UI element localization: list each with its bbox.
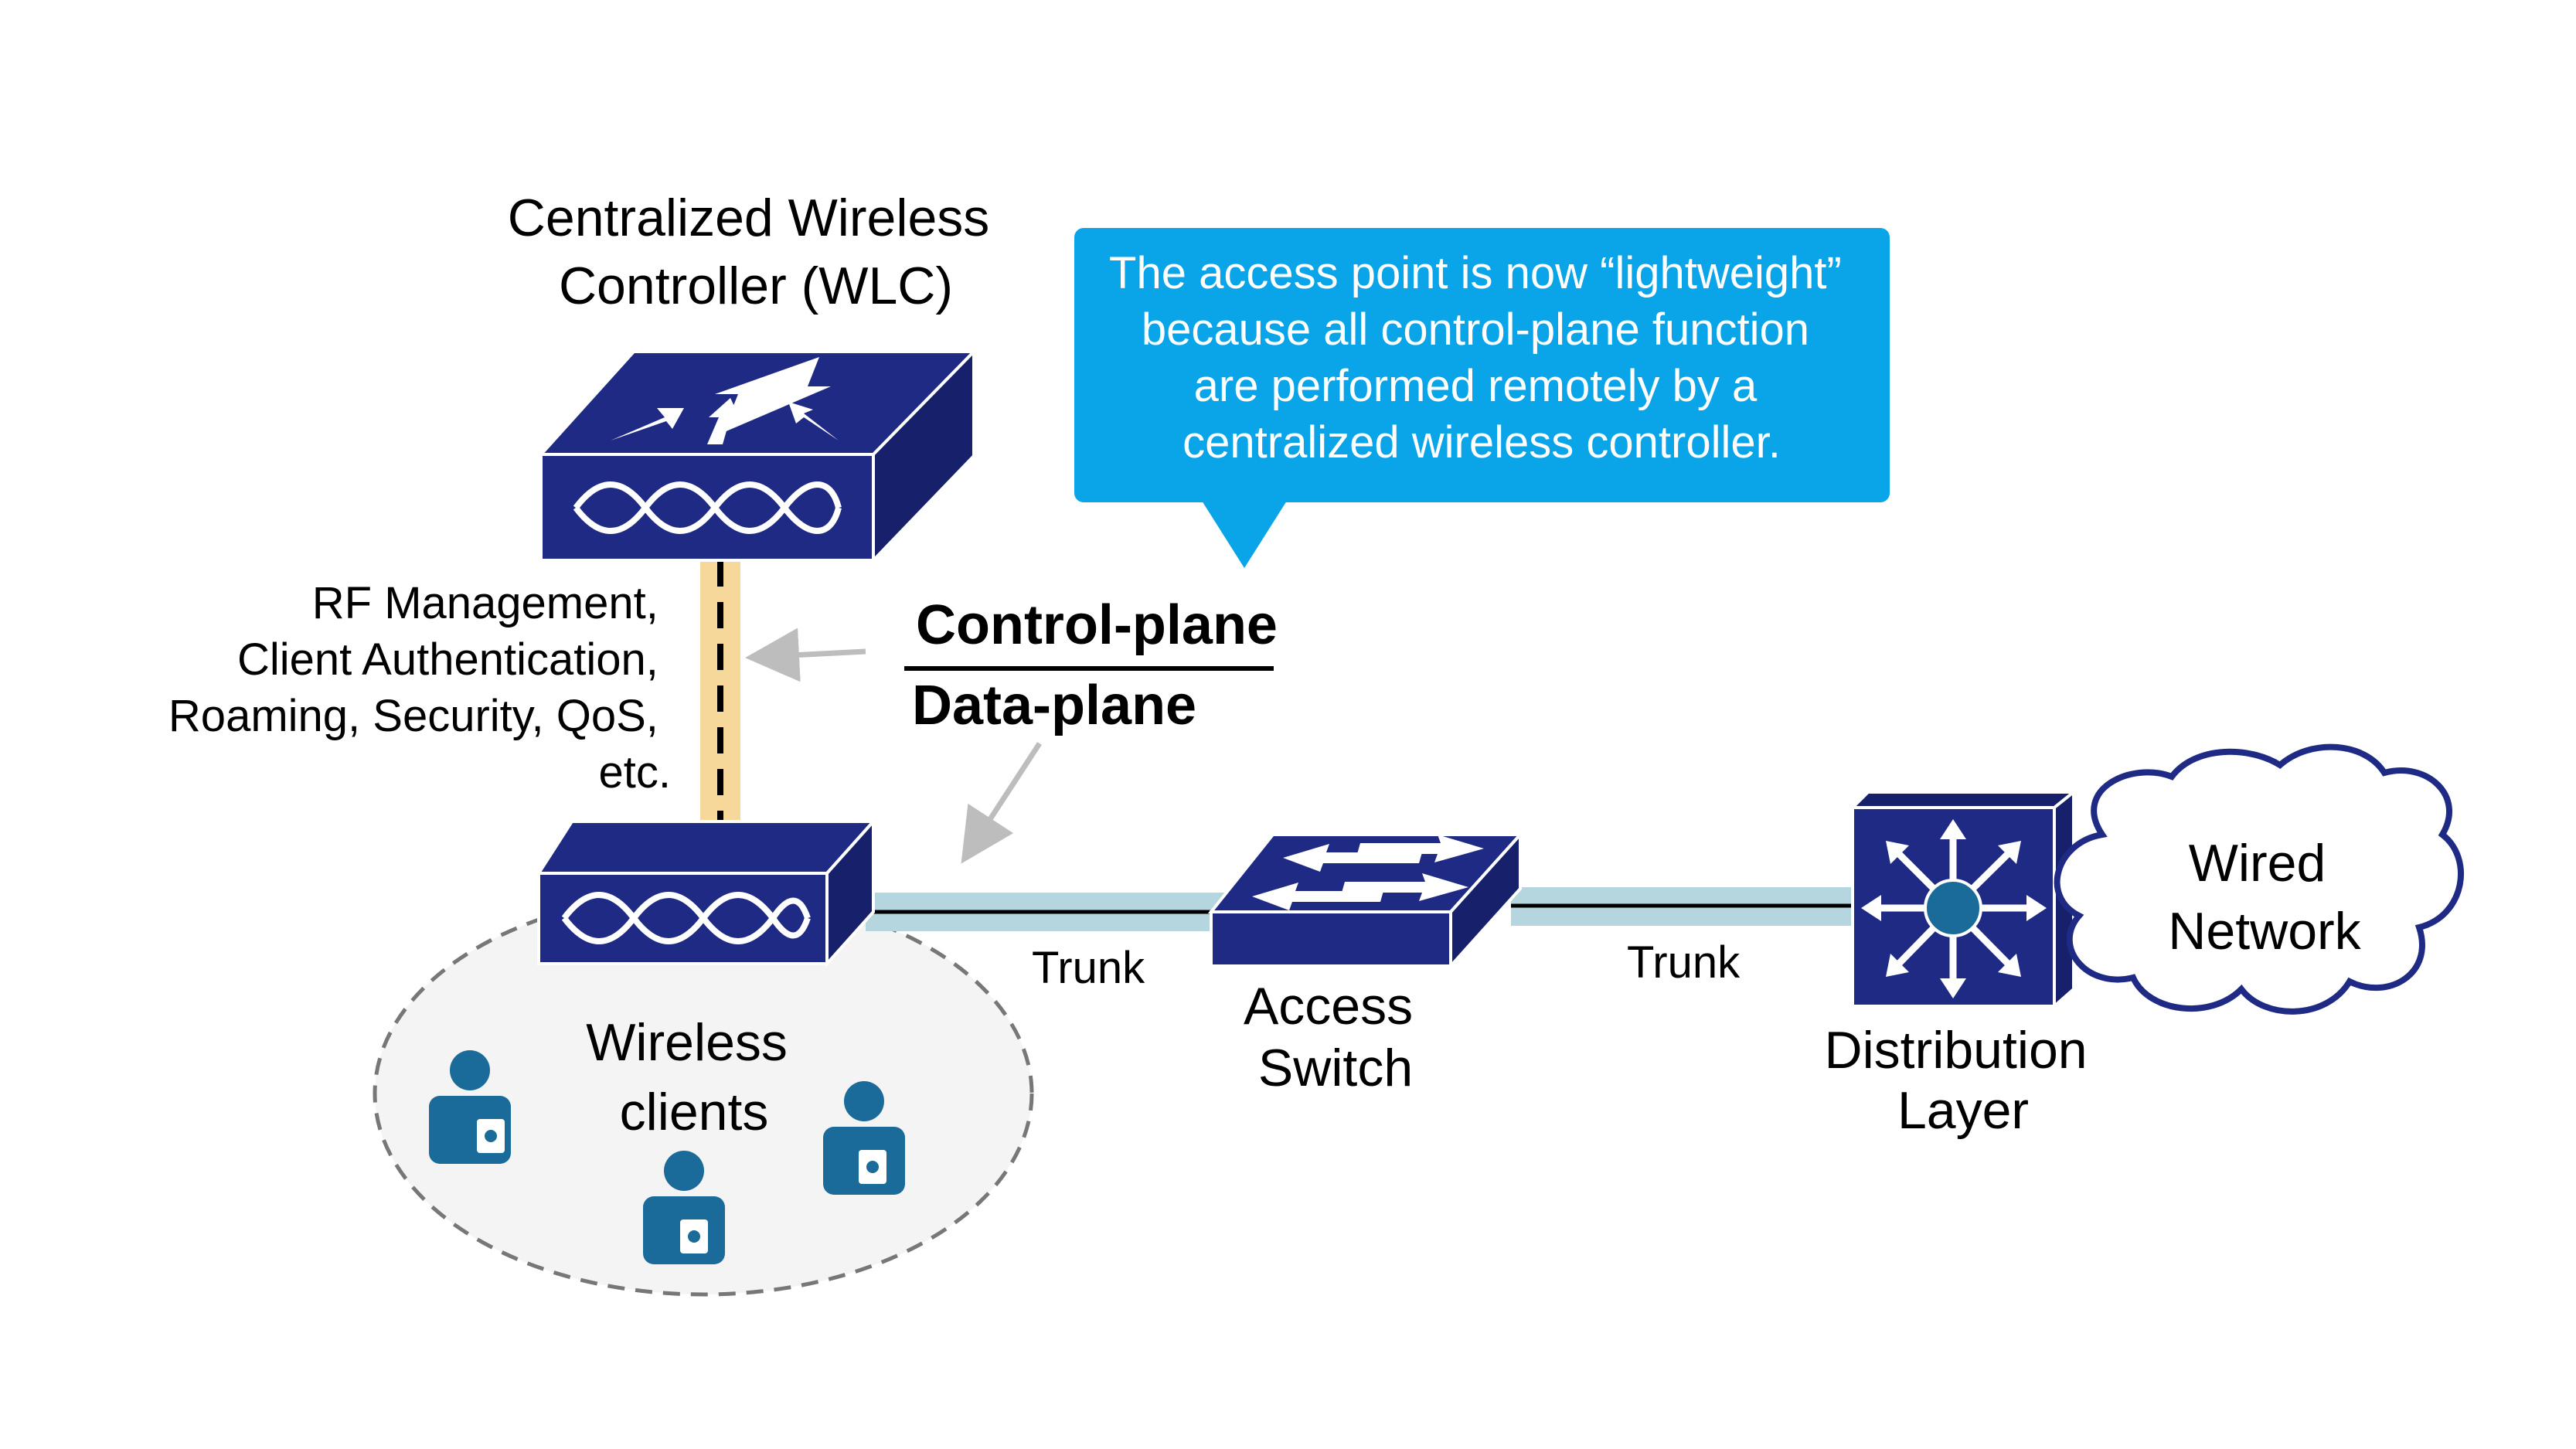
data-plane-pointer-arrow (961, 742, 1042, 864)
laptop-user-icon (643, 1151, 725, 1264)
trunk-label-left: Trunk (1032, 943, 1145, 993)
data-plane-link-ap-to-switch (866, 893, 1229, 931)
callout-bubble (1074, 228, 1890, 568)
layer3-switch-icon (1849, 788, 2078, 1010)
control-functions-label: RF Management, Client Authentication, Ro… (168, 578, 671, 798)
laptop-user-icon (429, 1050, 511, 1164)
access-switch-icon (1207, 830, 1524, 971)
control-plane-link (700, 560, 740, 827)
data-plane-link-switch-to-distribution (1511, 887, 1866, 926)
data-plane-label: Data-plane (912, 675, 1196, 736)
control-plane-label: Control-plane (916, 594, 1278, 656)
access-point-icon (536, 817, 877, 968)
wireless-clients-label: Wireless clients (586, 1013, 802, 1141)
trunk-label-right: Trunk (1627, 937, 1741, 988)
cloud-icon (2054, 743, 2464, 1015)
wlc-title: Centralized Wireless Controller (WLC) (508, 189, 1004, 315)
control-plane-pointer-arrow (745, 628, 866, 682)
wireless-controller-icon (537, 348, 978, 564)
access-switch-label: Access Switch (1244, 977, 1428, 1097)
laptop-user-icon (823, 1081, 905, 1195)
wired-network-label: Wired Network (2168, 834, 2361, 961)
callout-text: The access point is now “lightweight” be… (1109, 248, 1854, 468)
distribution-layer-label: Distribution Layer (1824, 1021, 2101, 1140)
